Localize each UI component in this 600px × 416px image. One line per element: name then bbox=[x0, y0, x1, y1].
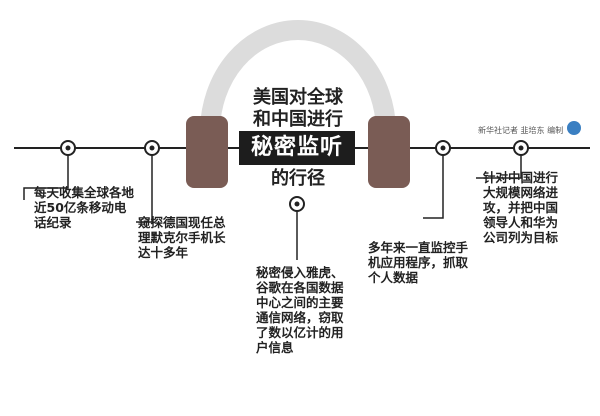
title-line-1: 美国对全球 bbox=[253, 87, 343, 108]
node-4 bbox=[435, 140, 451, 156]
node-2 bbox=[144, 140, 160, 156]
credit-author: 韭培东 bbox=[520, 126, 545, 135]
credit-role: 编制 bbox=[547, 126, 564, 135]
connector-4 bbox=[423, 148, 444, 219]
title-highlight: 秘密监听 bbox=[239, 131, 355, 165]
node-3 bbox=[289, 196, 305, 212]
title-line-2: 和中国进行 bbox=[253, 109, 343, 130]
note-2: 窥探德国现任总理默克尔手机长达十多年 bbox=[138, 215, 226, 260]
credit-agency: 新华社记者 bbox=[478, 126, 518, 135]
right-earcup bbox=[368, 116, 410, 188]
agency-logo-icon bbox=[567, 121, 581, 135]
note-4: 多年来一直监控手机应用程序，抓取个人数据 bbox=[368, 240, 469, 285]
connector-1 bbox=[23, 148, 69, 200]
title-line-4: 的行径 bbox=[271, 168, 325, 189]
note-1: 每天收集全球各地近50亿条移动电话纪录 bbox=[34, 185, 135, 230]
node-5 bbox=[513, 140, 529, 156]
note-5: 针对中国进行大规模网络进攻，并把中国领导人和华为公司列为目标 bbox=[483, 170, 559, 245]
headphone-band bbox=[200, 20, 396, 133]
note-3: 秘密侵入雅虎、谷歌在各国数据中心之间的主要通信网络，窃取了数以亿计的用户信息 bbox=[256, 265, 344, 355]
connector-5 bbox=[476, 148, 522, 179]
credit-line: 新华社记者 韭培东 编制 bbox=[478, 125, 563, 136]
left-earcup bbox=[186, 116, 228, 188]
node-1 bbox=[60, 140, 76, 156]
connector-2 bbox=[136, 148, 153, 223]
